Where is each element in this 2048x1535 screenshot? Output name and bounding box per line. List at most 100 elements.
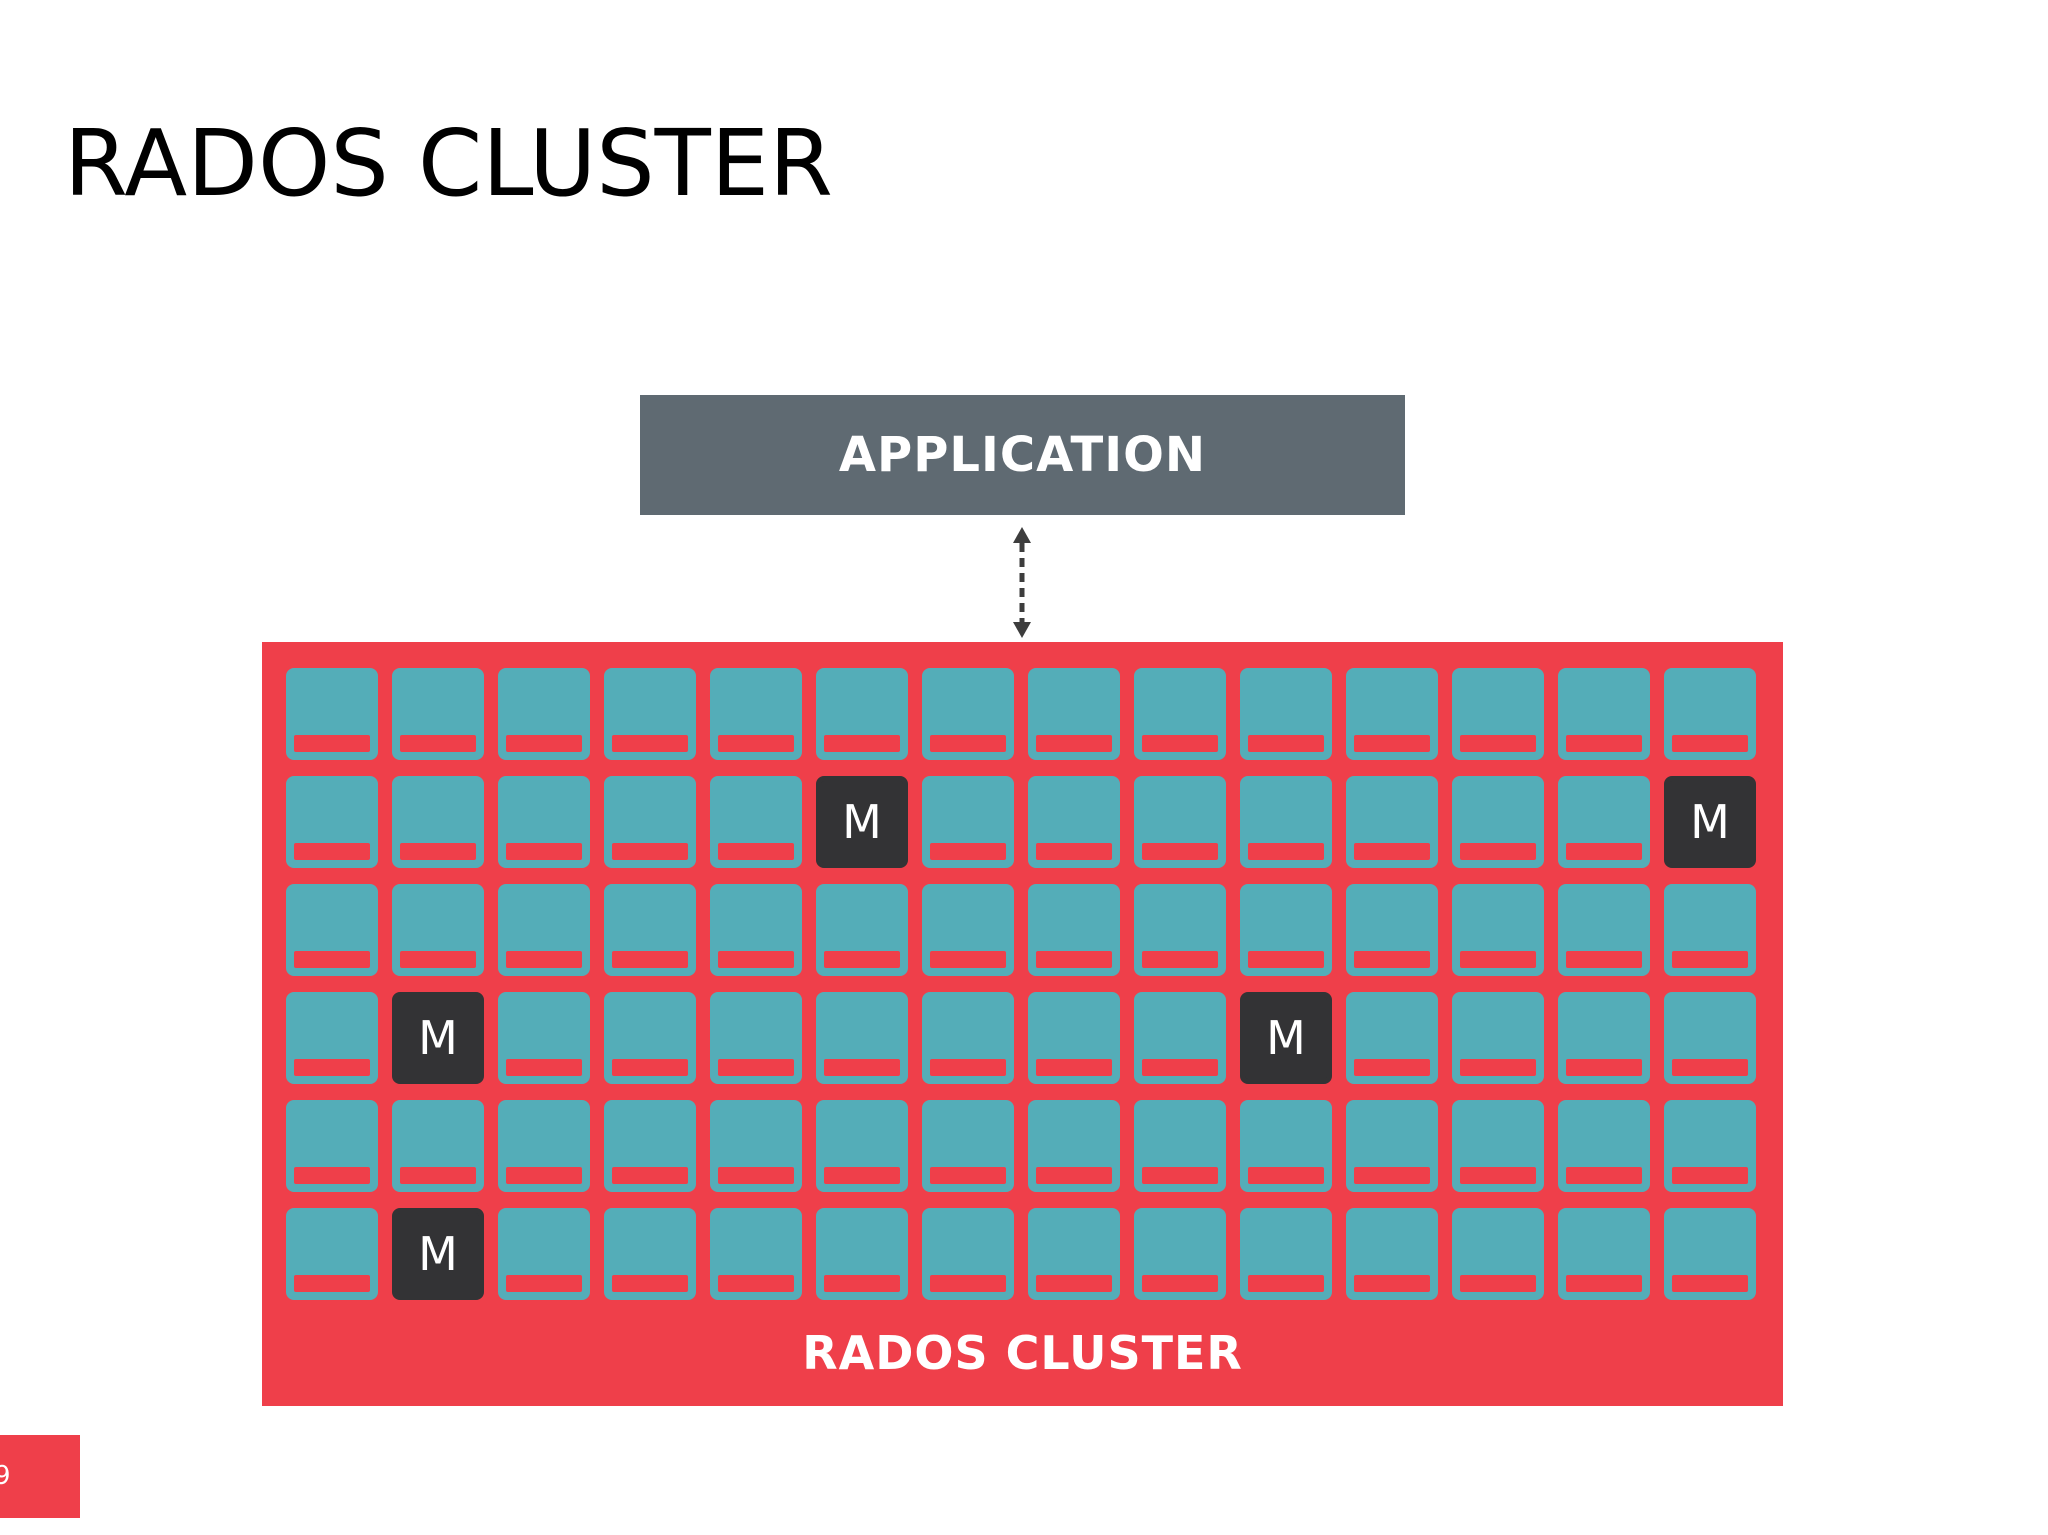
osd-node (816, 1100, 908, 1192)
osd-disk-bar (400, 843, 476, 860)
osd-disk-bar (1036, 843, 1112, 860)
osd-node (498, 1100, 590, 1192)
osd-node (604, 776, 696, 868)
osd-node (604, 1208, 696, 1300)
osd-node (392, 1100, 484, 1192)
osd-node (498, 992, 590, 1084)
osd-disk-bar (1566, 843, 1642, 860)
osd-disk-bar (1566, 1275, 1642, 1292)
slide-title: RADOS CLUSTER (64, 110, 833, 217)
osd-node (1346, 776, 1438, 868)
osd-node (1664, 1208, 1756, 1300)
osd-disk-bar (930, 1059, 1006, 1076)
osd-disk-bar (612, 1059, 688, 1076)
osd-disk-bar (718, 843, 794, 860)
osd-node (922, 992, 1014, 1084)
osd-node (392, 668, 484, 760)
osd-node (1558, 776, 1650, 868)
osd-disk-bar (930, 735, 1006, 752)
osd-node (1240, 1208, 1332, 1300)
osd-disk-bar (718, 735, 794, 752)
osd-disk-bar (930, 1167, 1006, 1184)
osd-disk-bar (294, 843, 370, 860)
osd-disk-bar (294, 1275, 370, 1292)
osd-disk-bar (294, 951, 370, 968)
osd-disk-bar (1566, 1167, 1642, 1184)
osd-disk-bar (824, 1059, 900, 1076)
osd-node (710, 1208, 802, 1300)
osd-disk-bar (824, 735, 900, 752)
monitor-node: M (816, 776, 908, 868)
osd-node (816, 1208, 908, 1300)
osd-node (392, 884, 484, 976)
monitor-node: M (392, 992, 484, 1084)
osd-disk-bar (612, 843, 688, 860)
osd-disk-bar (1142, 1059, 1218, 1076)
bidirectional-arrow-icon (1013, 527, 1031, 638)
osd-node (1134, 1100, 1226, 1192)
osd-disk-bar (506, 843, 582, 860)
monitor-label: M (418, 1011, 458, 1065)
osd-disk-bar (1672, 951, 1748, 968)
osd-disk-bar (718, 951, 794, 968)
osd-disk-bar (400, 1167, 476, 1184)
cluster-label: RADOS CLUSTER (802, 1326, 1243, 1380)
osd-node (1028, 1208, 1120, 1300)
osd-disk-bar (1248, 735, 1324, 752)
osd-disk-bar (506, 951, 582, 968)
osd-node (1452, 884, 1544, 976)
osd-node (498, 668, 590, 760)
osd-node (922, 1100, 1014, 1192)
osd-node (1134, 668, 1226, 760)
osd-disk-bar (1460, 1275, 1536, 1292)
osd-node (1028, 776, 1120, 868)
osd-node (604, 884, 696, 976)
monitor-node: M (1664, 776, 1756, 868)
osd-disk-bar (1566, 1059, 1642, 1076)
osd-node (710, 884, 802, 976)
osd-node (1452, 992, 1544, 1084)
osd-node (286, 776, 378, 868)
osd-disk-bar (612, 1275, 688, 1292)
osd-disk-bar (294, 735, 370, 752)
osd-disk-bar (1460, 1167, 1536, 1184)
osd-node (1028, 884, 1120, 976)
osd-node (922, 884, 1014, 976)
osd-disk-bar (1142, 735, 1218, 752)
osd-node (1558, 668, 1650, 760)
osd-disk-bar (506, 1275, 582, 1292)
osd-disk-bar (1036, 1167, 1112, 1184)
osd-disk-bar (824, 1275, 900, 1292)
osd-disk-bar (1354, 735, 1430, 752)
osd-disk-bar (294, 1167, 370, 1184)
osd-disk-bar (930, 1275, 1006, 1292)
osd-node (1452, 668, 1544, 760)
osd-disk-bar (1672, 1167, 1748, 1184)
osd-node (1664, 1100, 1756, 1192)
osd-node (1558, 1100, 1650, 1192)
monitor-label: M (1690, 795, 1730, 849)
osd-node (1664, 668, 1756, 760)
osd-node (1452, 776, 1544, 868)
osd-disk-bar (612, 1167, 688, 1184)
osd-disk-bar (1036, 1275, 1112, 1292)
osd-node (1240, 884, 1332, 976)
osd-disk-bar (1248, 1275, 1324, 1292)
osd-node (498, 884, 590, 976)
osd-disk-bar (1142, 1167, 1218, 1184)
osd-node (816, 884, 908, 976)
osd-node (1240, 1100, 1332, 1192)
osd-node (710, 668, 802, 760)
osd-node (1028, 1100, 1120, 1192)
osd-disk-bar (294, 1059, 370, 1076)
osd-node (392, 776, 484, 868)
monitor-label: M (418, 1227, 458, 1281)
osd-node (286, 1100, 378, 1192)
osd-node (1240, 668, 1332, 760)
application-box: APPLICATION (640, 395, 1405, 515)
osd-disk-bar (1354, 1167, 1430, 1184)
osd-node (1028, 668, 1120, 760)
osd-node (1452, 1100, 1544, 1192)
